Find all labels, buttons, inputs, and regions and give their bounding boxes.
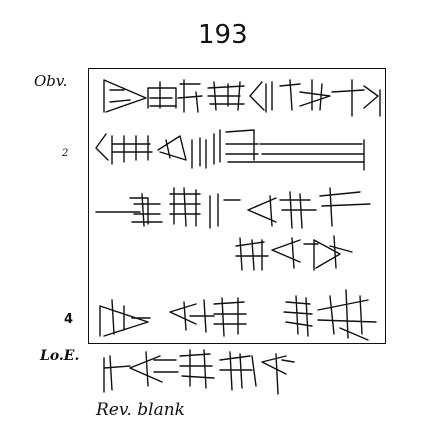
- line-number-2: 2: [62, 148, 69, 159]
- line-number-4: 4: [64, 312, 74, 327]
- tablet-obverse-frame: [88, 68, 386, 344]
- cuneiform-line-3a: [235, 235, 353, 271]
- cuneiform-line-2: [95, 129, 365, 171]
- reverse-blank-note: Rev. blank: [96, 400, 185, 420]
- obverse-label: Obv.: [34, 72, 68, 90]
- lower-edge-label: Lo.E.: [40, 348, 80, 364]
- cuneiform-lower-edge-line: [103, 349, 295, 395]
- cuneiform-line-4: [99, 289, 377, 341]
- tablet-number: 193: [198, 20, 248, 50]
- cuneiform-line-3: [95, 187, 371, 229]
- cuneiform-line-1: [103, 79, 381, 117]
